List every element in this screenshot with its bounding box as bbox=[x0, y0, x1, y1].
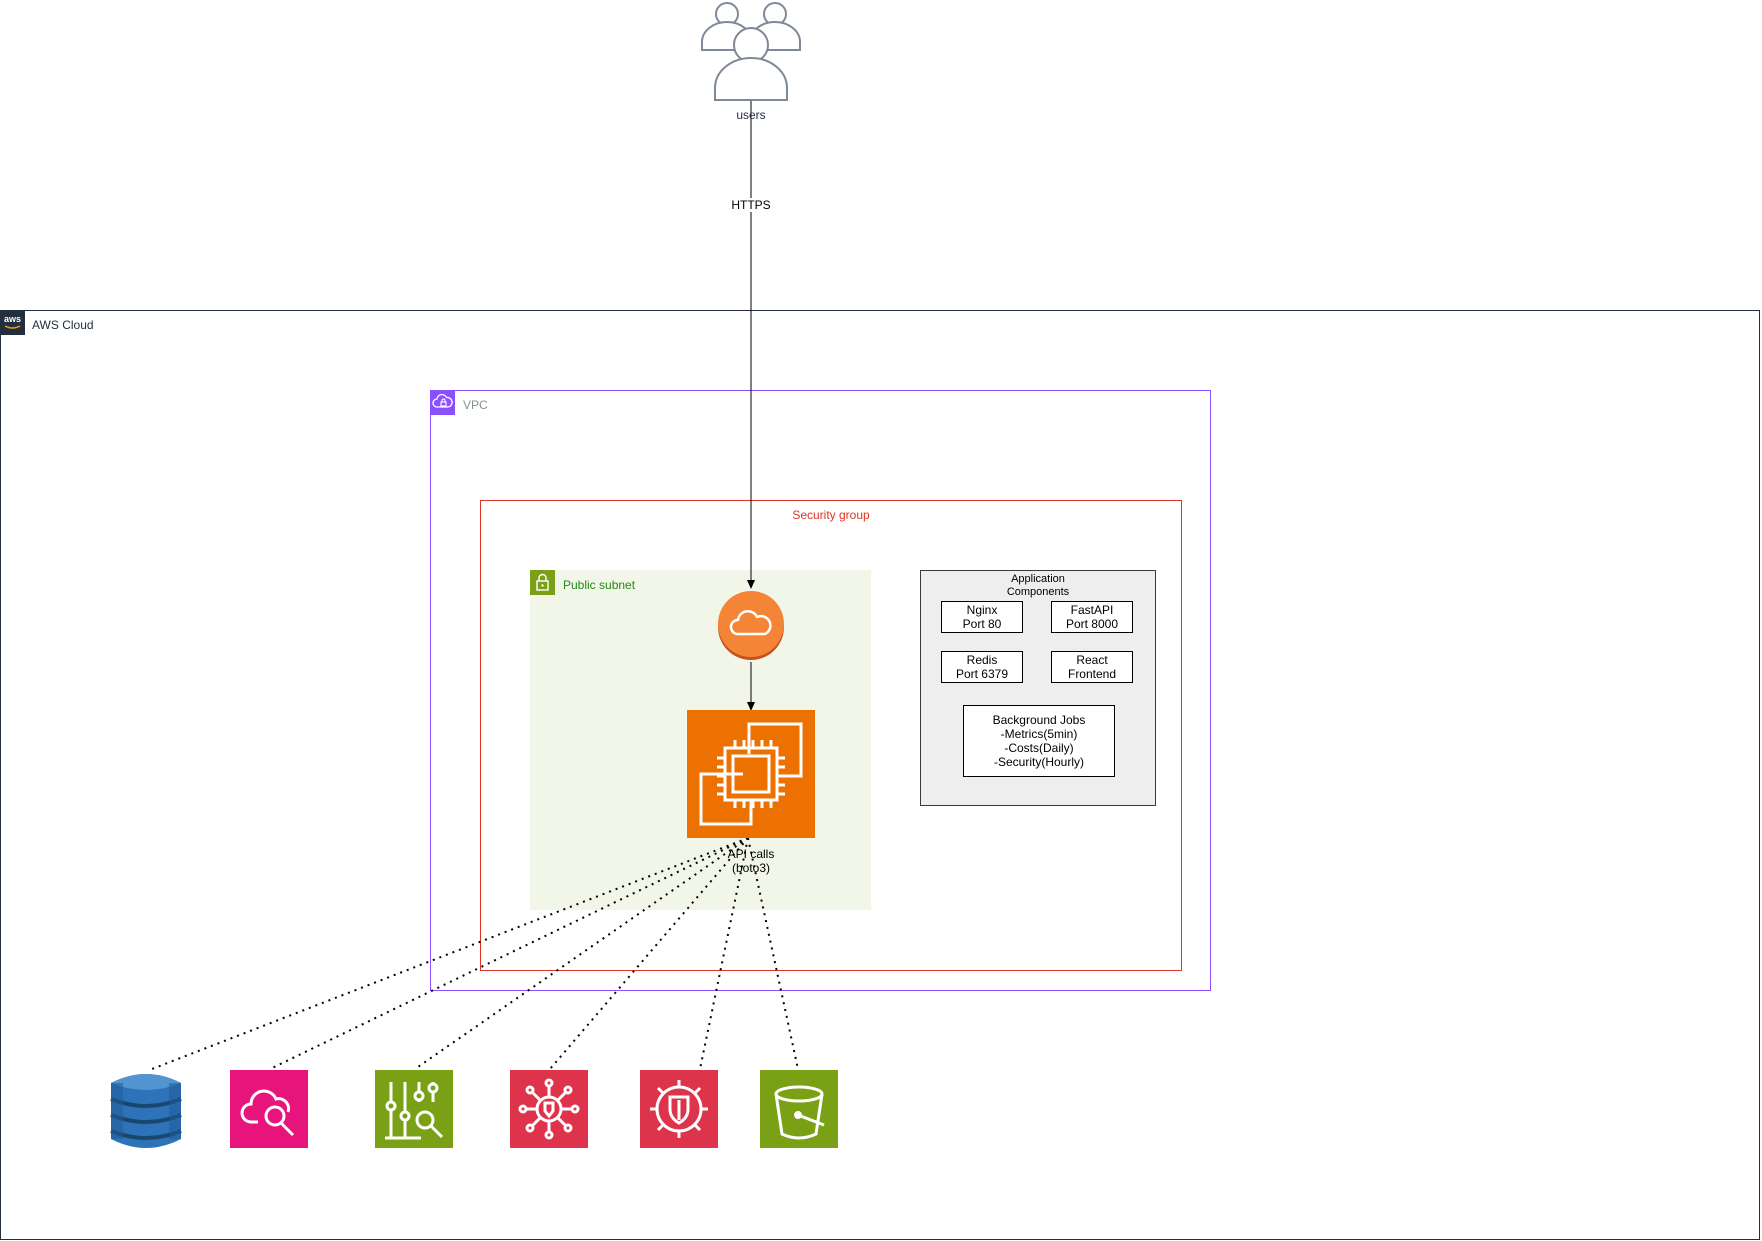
vpc-group bbox=[430, 390, 1211, 991]
redis-box: Redis Port 6379 bbox=[941, 651, 1023, 683]
jobs-title: Background Jobs bbox=[992, 713, 1086, 727]
vpc-icon bbox=[430, 390, 455, 415]
cloudwatch-icon bbox=[230, 1070, 308, 1148]
nginx-name: Nginx bbox=[966, 603, 998, 617]
dotted-line-guardduty bbox=[549, 837, 749, 1070]
api-calls-line1: API calls bbox=[727, 847, 775, 861]
cost-explorer-icon bbox=[375, 1070, 453, 1148]
dotted-line-security-hub bbox=[699, 837, 749, 1070]
api-calls-label: API calls (boto3) bbox=[691, 847, 811, 875]
security-hub-icon bbox=[640, 1070, 718, 1148]
internet-gateway-icon bbox=[716, 590, 786, 660]
react-name: React bbox=[1076, 653, 1108, 667]
api-calls-line2: (boto3) bbox=[731, 861, 771, 875]
vpc-label: VPC bbox=[463, 398, 488, 412]
background-jobs-box: Background Jobs -Metrics(5min) -Costs(Da… bbox=[963, 705, 1115, 777]
dynamodb-icon bbox=[109, 1069, 183, 1153]
app-title-line1: Application bbox=[1011, 573, 1065, 585]
s3-bucket-icon bbox=[760, 1070, 838, 1148]
jobs-costs: -Costs(Daily) bbox=[1004, 741, 1074, 755]
users-icon bbox=[700, 0, 802, 102]
react-desc: Frontend bbox=[1067, 667, 1117, 681]
security-group-label: Security group bbox=[792, 508, 870, 522]
guardduty-icon bbox=[510, 1070, 588, 1148]
dotted-line-cost-explorer bbox=[414, 837, 749, 1070]
fastapi-name: FastAPI bbox=[1070, 603, 1114, 617]
jobs-security: -Security(Hourly) bbox=[993, 755, 1084, 769]
aws-cloud-group bbox=[0, 310, 1760, 1240]
dotted-line-dynamodb bbox=[151, 837, 749, 1070]
security-group bbox=[480, 500, 1182, 971]
react-box: React Frontend bbox=[1051, 651, 1133, 683]
svg-text:aws: aws bbox=[4, 314, 21, 324]
application-components-title: Application Components bbox=[920, 573, 1156, 599]
aws-cloud-label: AWS Cloud bbox=[32, 318, 94, 332]
nginx-port: Port 80 bbox=[962, 617, 1002, 631]
lock-icon bbox=[530, 570, 555, 595]
fastapi-port: Port 8000 bbox=[1065, 617, 1119, 631]
nginx-box: Nginx Port 80 bbox=[941, 601, 1023, 633]
app-title-line2: Components bbox=[1006, 586, 1070, 598]
redis-port: Port 6379 bbox=[955, 667, 1009, 681]
dotted-line-s3 bbox=[747, 837, 799, 1070]
public-subnet-label: Public subnet bbox=[563, 578, 636, 592]
https-label: HTTPS bbox=[700, 198, 802, 212]
redis-name: Redis bbox=[966, 653, 998, 667]
ec2-instance-icon bbox=[687, 710, 815, 838]
aws-logo-icon: aws bbox=[0, 310, 25, 335]
dotted-line-cloudwatch bbox=[269, 837, 749, 1070]
users-label: users bbox=[736, 108, 766, 122]
fastapi-box: FastAPI Port 8000 bbox=[1051, 601, 1133, 633]
jobs-metrics: -Metrics(5min) bbox=[1000, 727, 1078, 741]
